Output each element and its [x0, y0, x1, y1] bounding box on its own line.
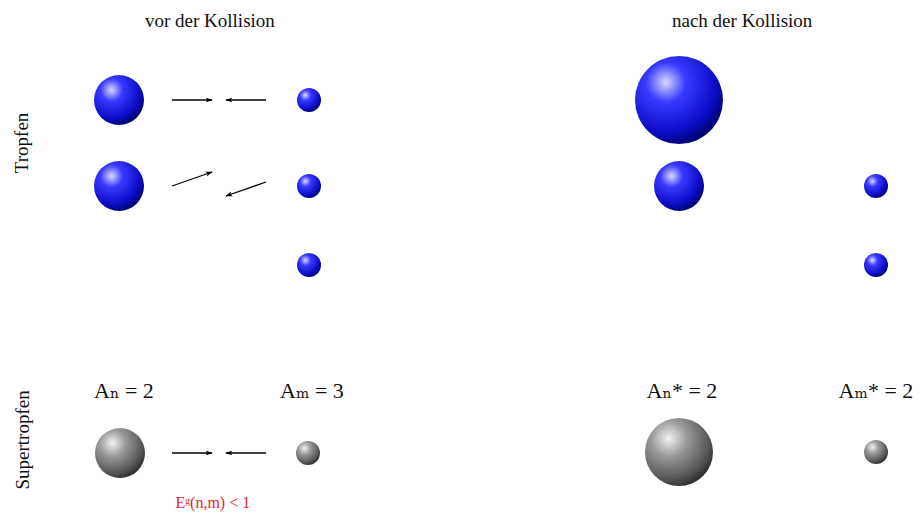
multiplicity-label: Aₙ* = 2 [647, 378, 718, 403]
drop [297, 174, 321, 198]
row-heading: Tropfen [11, 113, 33, 174]
multiplicity-label: Aₘ* = 2 [839, 378, 914, 403]
velocity-arrow [226, 452, 266, 453]
drop [864, 174, 888, 198]
super-droplet [645, 418, 713, 486]
row-heading: Supertropfen [11, 390, 33, 489]
velocity-arrow [172, 99, 212, 100]
condition-note: Eᵍ(n,m) < 1 [176, 494, 251, 512]
drop [94, 75, 144, 125]
drop [635, 56, 723, 144]
drop [94, 161, 144, 211]
velocity-arrow [172, 452, 212, 453]
velocity-arrow [172, 172, 212, 186]
drop [654, 161, 704, 211]
drop [297, 88, 321, 112]
super-droplet [296, 441, 320, 465]
column-heading: nach der Kollision [672, 10, 812, 32]
multiplicity-label: Aₘ = 3 [280, 378, 344, 403]
column-heading: vor der Kollision [145, 10, 275, 32]
drop [297, 253, 321, 277]
super-droplet [95, 428, 145, 478]
drop [864, 253, 888, 277]
multiplicity-label: Aₙ = 2 [94, 378, 154, 403]
velocity-arrow [226, 182, 266, 196]
super-droplet [864, 440, 888, 464]
velocity-arrow [226, 99, 266, 100]
